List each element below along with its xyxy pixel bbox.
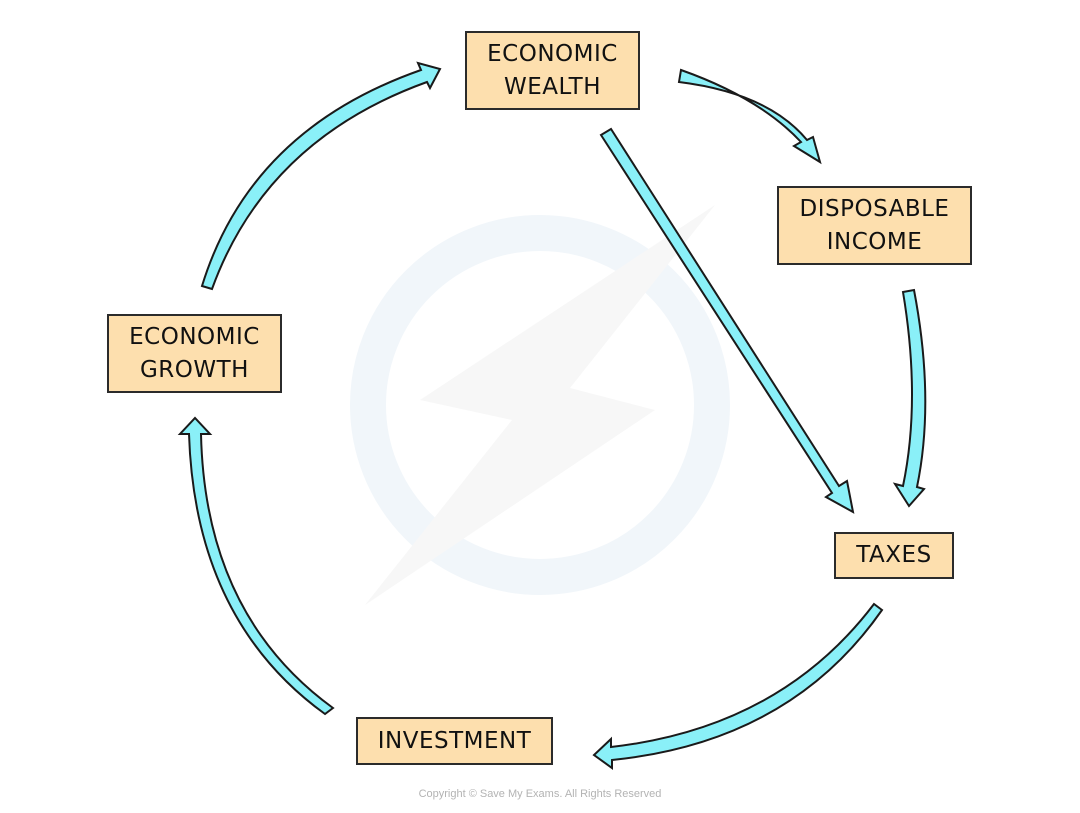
node-economic-wealth: ECONOMIC WEALTH [465, 31, 640, 110]
watermark-logo-icon [350, 205, 730, 605]
arrow-income-to-taxes-icon [892, 288, 927, 508]
arrow-growth-to-wealth-icon [200, 61, 442, 291]
node-label: DISPOSABLE INCOME [799, 195, 950, 255]
node-label: INVESTMENT [377, 727, 532, 754]
arrow-wealth-to-income-icon [677, 68, 822, 165]
arrow-wealth-to-taxes-icon [599, 127, 855, 514]
node-investment: INVESTMENT [356, 717, 553, 765]
node-label: ECONOMIC GROWTH [129, 323, 260, 383]
node-label: ECONOMIC WEALTH [487, 40, 618, 100]
node-disposable-income: DISPOSABLE INCOME [777, 186, 972, 265]
node-economic-growth: ECONOMIC GROWTH [107, 314, 282, 393]
arrow-taxes-to-investment-icon [592, 602, 884, 770]
node-taxes: TAXES [834, 532, 954, 579]
copyright-footer: Copyright © Save My Exams. All Rights Re… [418, 788, 662, 800]
arrow-investment-to-growth-icon [177, 416, 335, 716]
node-label: TAXES [856, 542, 932, 568]
